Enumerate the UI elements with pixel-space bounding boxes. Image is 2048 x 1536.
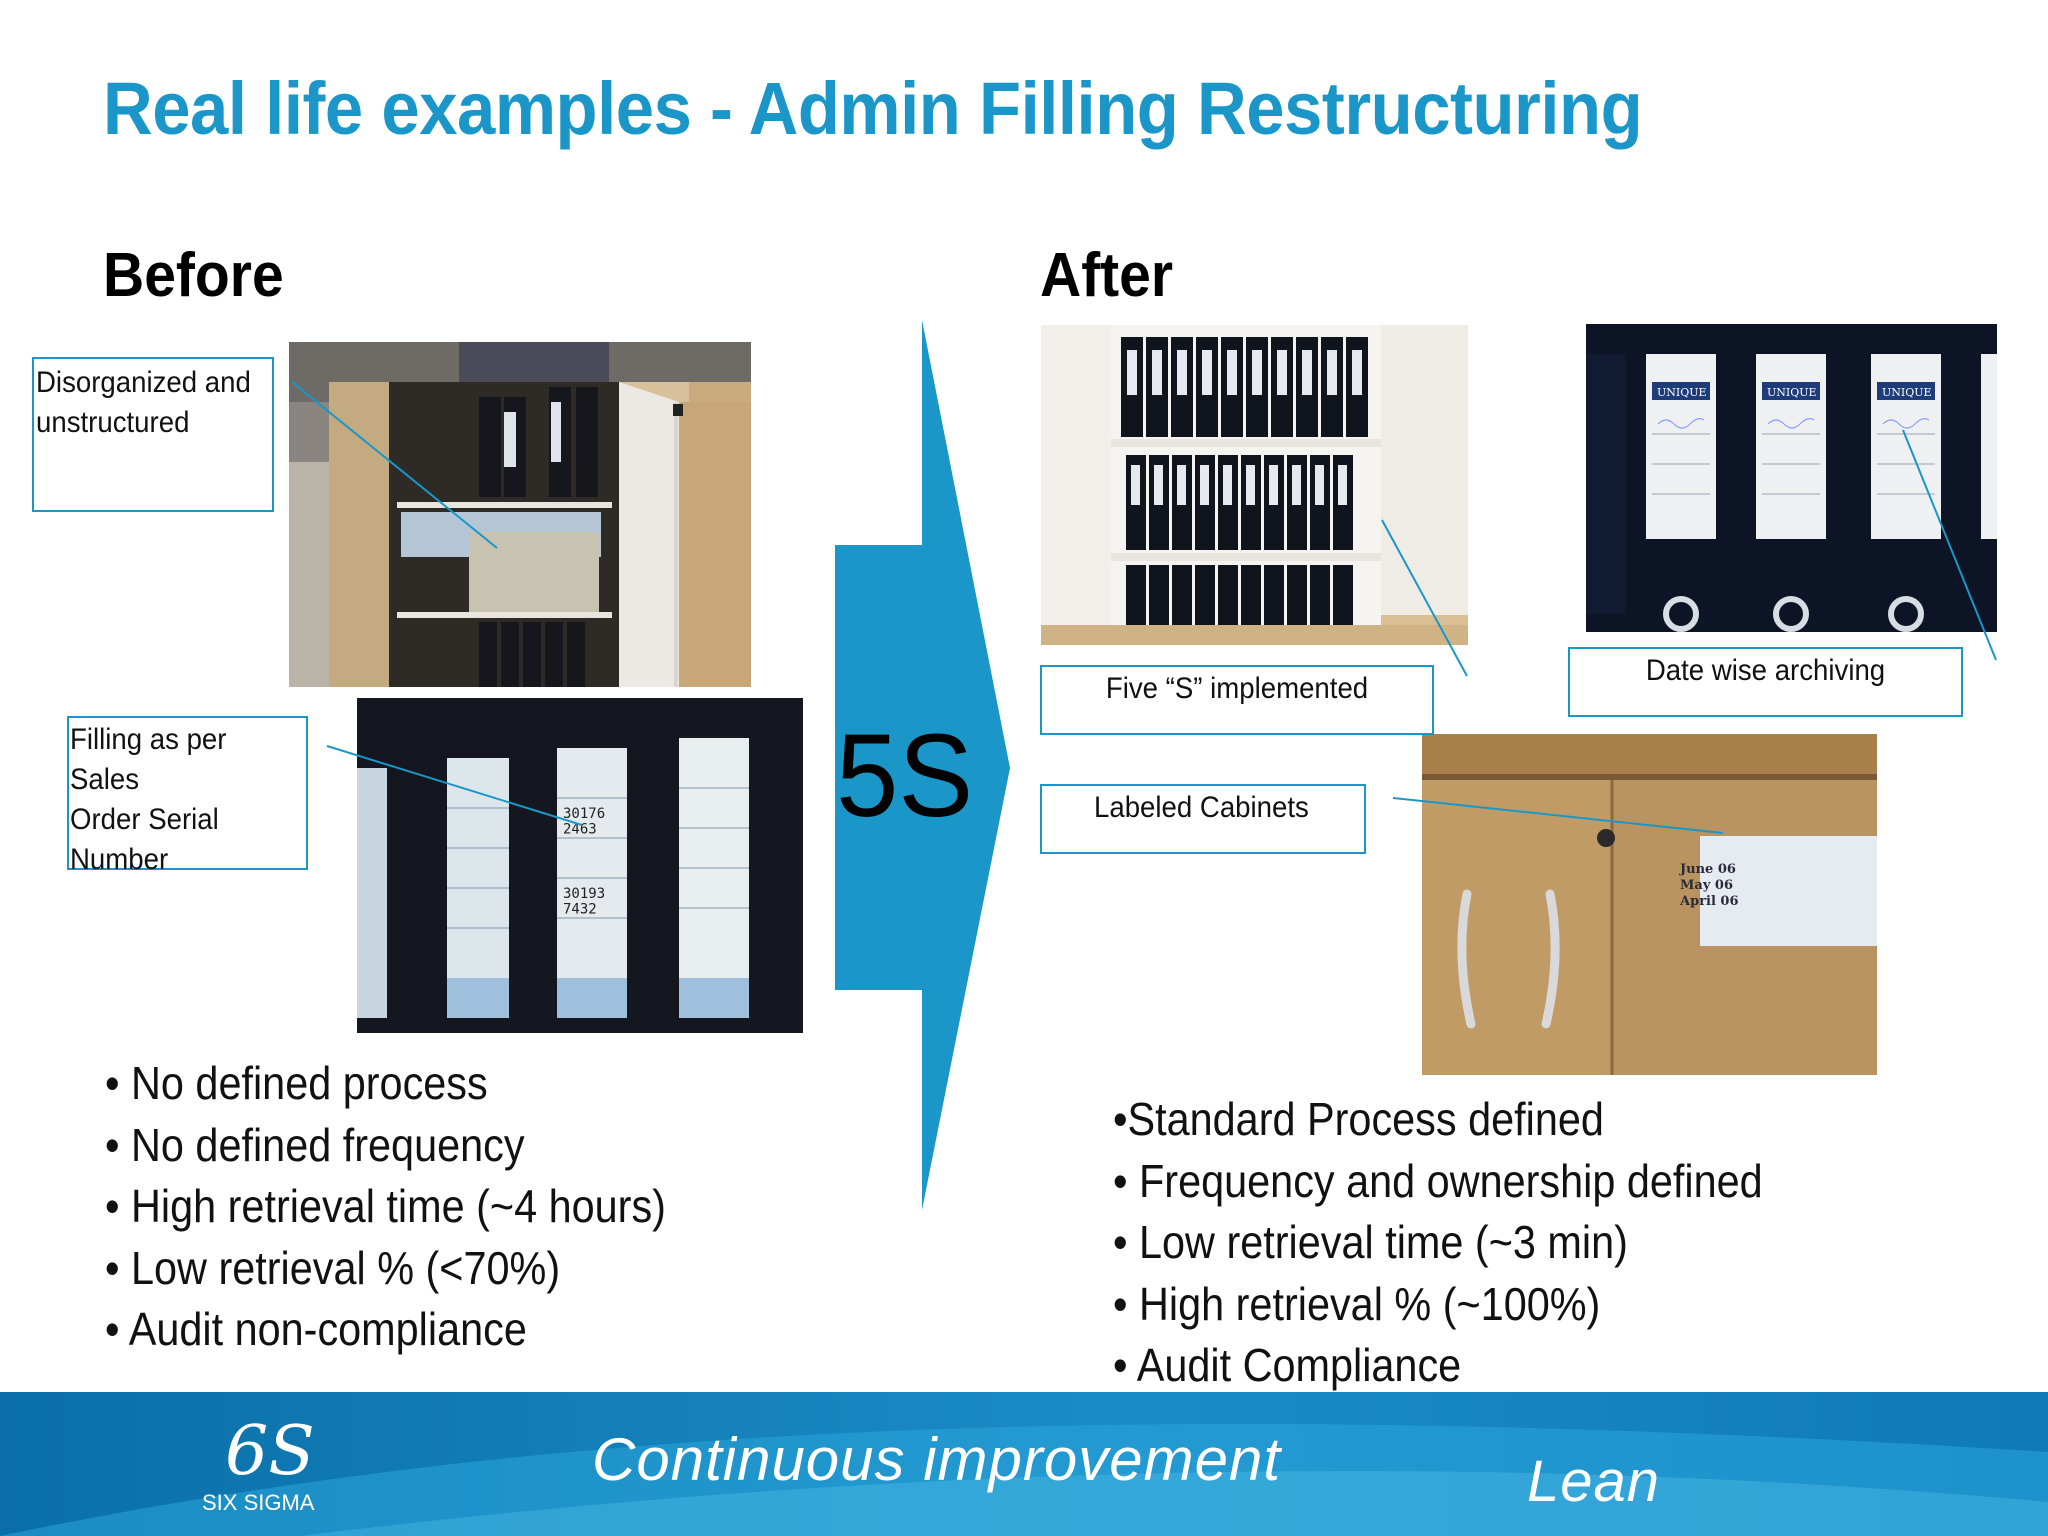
list-item: • High retrieval time (~4 hours) — [105, 1180, 666, 1232]
list-item: • Low retrieval time (~3 min) — [1113, 1216, 1628, 1268]
archive-label-3: UNIQUE — [1882, 386, 1932, 399]
footer-lean: Lean — [1527, 1449, 1661, 1514]
before-heading: Before — [103, 241, 284, 310]
5s-arrow — [835, 320, 1010, 1210]
list-item: • Audit Compliance — [1113, 1339, 1462, 1391]
5s-label: 5S — [836, 710, 974, 842]
callout-labeled-cabinets: Labeled Cabinets — [1040, 784, 1366, 854]
list-item: •Standard Process defined — [1113, 1093, 1604, 1145]
list-item: • Audit non-compliance — [105, 1303, 527, 1355]
after-heading: After — [1040, 241, 1174, 310]
before-bullets: • No defined process • No defined freque… — [105, 1053, 728, 1361]
before-cabinet-photo — [289, 342, 751, 687]
cabinet-label-line-1: June 06 — [1679, 862, 1736, 877]
after-archive-photo: UNIQUE UNIQUE UNIQUE — [1586, 324, 1997, 632]
six-sigma-logo-mark: 6S — [225, 1412, 315, 1491]
six-sigma-logo-text: SIX SIGMA — [202, 1490, 315, 1515]
after-cabinet-photo — [1041, 325, 1468, 645]
archive-label-1: UNIQUE — [1657, 386, 1707, 399]
cabinet-label-line-2: May 06 — [1680, 878, 1733, 893]
list-item: • No defined frequency — [105, 1118, 525, 1171]
footer-tagline: Continuous improvement — [592, 1426, 1282, 1493]
after-labeled-cabinet-photo: June 06 May 06 April 06 — [1422, 734, 1877, 1075]
callout-sales-order: Filling as per Sales Order Serial Number — [67, 716, 308, 876]
list-item: • Low retrieval % (<70%) — [105, 1241, 561, 1294]
list-item: • Frequency and ownership defined — [1113, 1154, 1763, 1207]
list-item: • High retrieval % (~100%) — [1113, 1277, 1601, 1330]
callout-date-wise: Date wise archiving — [1568, 647, 1963, 717]
after-bullets: •Standard Process defined • Frequency an… — [1113, 1089, 1835, 1397]
cabinet-label-line-3: April 06 — [1679, 894, 1739, 909]
slide-title: Real life examples - Admin Filling Restr… — [103, 67, 1643, 150]
callout-disorganized: Disorganized and unstructured — [32, 357, 274, 512]
list-item: • No defined process — [105, 1057, 488, 1109]
callout-five-s: Five “S” implemented — [1040, 665, 1434, 735]
footer-band — [0, 1392, 2048, 1536]
archive-label-2: UNIQUE — [1767, 386, 1817, 399]
